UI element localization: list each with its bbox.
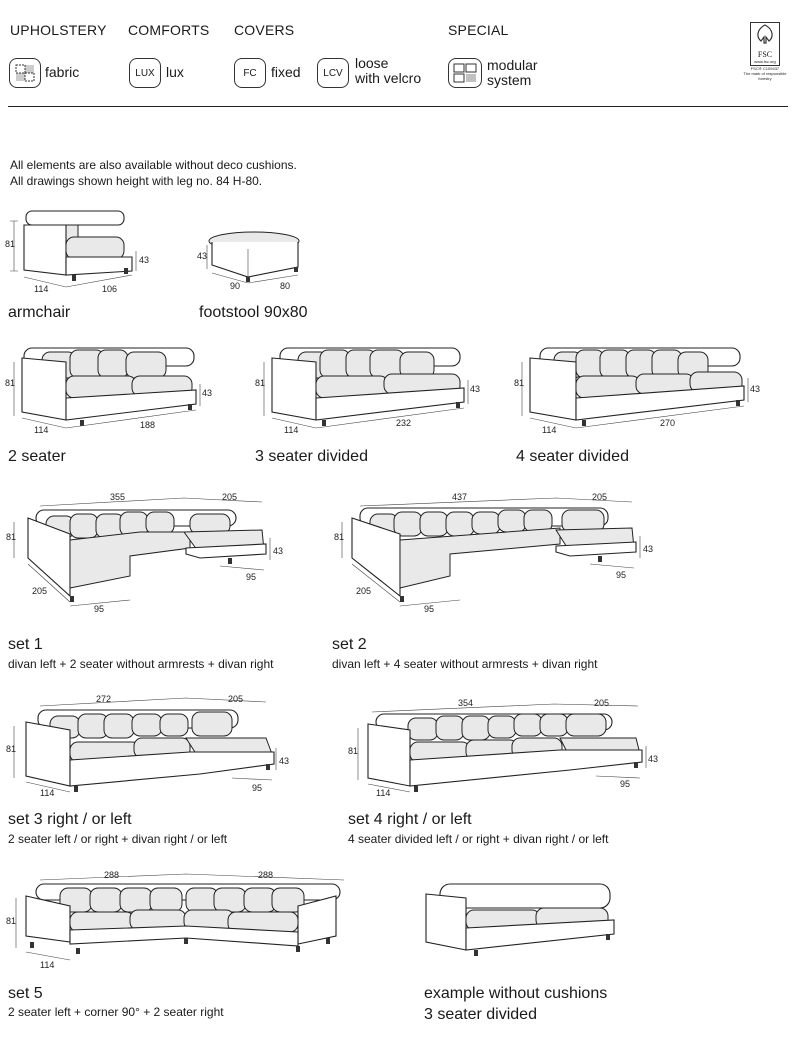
set5-left-width-label: 288 <box>104 870 119 880</box>
set2-divan-width-label: 205 <box>592 492 607 502</box>
set1-divan-depth-label: 95 <box>246 572 256 582</box>
two-seater-height-label: 81 <box>5 378 15 388</box>
set4-subtitle: 4 seater divided left / or right + divan… <box>348 832 609 846</box>
set4-divan-depth-label: 95 <box>620 779 630 789</box>
set2-width-label: 437 <box>452 492 467 502</box>
three-seater-drawing: 81 43 114 232 <box>255 347 480 435</box>
set2-title: set 2 <box>332 636 367 653</box>
header-comforts: COMFORTS <box>128 22 210 38</box>
lcv-icon: LCV <box>317 58 349 88</box>
modular-icon <box>448 58 482 88</box>
set4-depth-label: 114 <box>376 788 390 798</box>
set4-drawing: 354 205 81 43 95 114 <box>348 698 658 798</box>
set1-height-label: 81 <box>6 532 16 542</box>
header-divider <box>8 106 788 107</box>
set4-width-label: 354 <box>458 698 473 708</box>
four-seater-depth-label: 114 <box>542 425 556 435</box>
set5-depth-label: 114 <box>40 960 54 970</box>
armchair-seat-label: 43 <box>139 255 149 265</box>
three-seater-width-label: 232 <box>396 418 411 428</box>
three-seater-title: 3 seater divided <box>255 448 368 465</box>
set1-divan-width-label: 205 <box>222 492 237 502</box>
set4-divan-width-label: 205 <box>594 698 609 708</box>
fsc-logo: FSC www.fsc.org FSC® C109437 The mark of… <box>742 22 788 92</box>
set3-drawing: 272 205 81 43 95 114 <box>6 694 289 798</box>
two-seater-title: 2 seater <box>8 448 66 465</box>
header-covers: COVERS <box>234 22 295 38</box>
fixed-label: fixed <box>271 64 301 80</box>
set3-width-label: 272 <box>96 694 111 704</box>
header-special: SPECIAL <box>448 22 509 38</box>
set2-subtitle: divan left + 4 seater without armrests +… <box>332 657 598 671</box>
header-upholstery: UPHOLSTERY <box>10 22 107 38</box>
set3-seat-label: 43 <box>279 756 289 766</box>
two-seater-seat-label: 43 <box>202 388 212 398</box>
set2-divan-depth-label: 95 <box>616 570 626 580</box>
set5-drawing: 288 288 81 114 <box>6 870 345 970</box>
four-seater-title: 4 seater divided <box>516 448 629 465</box>
two-seater-drawing: 81 43 114 188 <box>5 347 212 435</box>
set5-height-label: 81 <box>6 916 16 926</box>
set1-front-label: 95 <box>94 604 104 614</box>
set2-depth-label: 205 <box>356 586 371 596</box>
armchair-height-label: 81 <box>5 239 15 249</box>
three-seater-height-label: 81 <box>255 378 265 388</box>
three-seater-depth-label: 114 <box>284 425 298 435</box>
four-seater-height-label: 81 <box>514 378 524 388</box>
set1-width-label: 355 <box>110 492 125 502</box>
fc-icon: FC <box>234 58 266 88</box>
set2-drawing: 437 205 81 43 95 205 95 <box>334 492 653 614</box>
set1-drawing: 355 205 81 43 95 205 95 <box>6 492 283 614</box>
two-seater-width-label: 188 <box>140 420 155 430</box>
fabric-label: fabric <box>45 64 80 80</box>
set3-subtitle: 2 seater left / or right + divan right /… <box>8 832 228 846</box>
set3-height-label: 81 <box>6 744 16 754</box>
set1-depth-label: 205 <box>32 586 47 596</box>
set3-title: set 3 right / or left <box>8 811 132 828</box>
footstool-title: footstool 90x80 <box>199 304 308 321</box>
footstool-depth-label: 90 <box>230 281 240 291</box>
set4-seat-label: 43 <box>648 754 658 764</box>
lux-label: lux <box>166 64 184 80</box>
set5-right-width-label: 288 <box>258 870 273 880</box>
set4-title: set 4 right / or left <box>348 811 472 828</box>
note-line-2: All drawings shown height with leg no. 8… <box>10 174 263 188</box>
three-seater-seat-label: 43 <box>470 384 480 394</box>
footstool-height-label: 43 <box>197 251 207 261</box>
four-seater-width-label: 270 <box>660 418 675 428</box>
tree-icon <box>757 24 773 44</box>
armchair-title: armchair <box>8 304 71 321</box>
set2-seat-label: 43 <box>643 544 653 554</box>
set5-title: set 5 <box>8 985 43 1002</box>
set2-front-label: 95 <box>424 604 434 614</box>
set1-seat-label: 43 <box>273 546 283 556</box>
set3-depth-label: 114 <box>40 788 54 798</box>
set3-divan-depth-label: 95 <box>252 783 262 793</box>
footstool-drawing: 43 90 80 <box>197 231 300 291</box>
set4-height-label: 81 <box>348 746 358 756</box>
armchair-drawing: 81 43 114 106 <box>5 210 149 294</box>
example-title-line-2: 3 seater divided <box>424 1006 537 1023</box>
set1-subtitle: divan left + 2 seater without armrests +… <box>8 657 274 671</box>
set3-divan-width-label: 205 <box>228 694 243 704</box>
example-title-line-1: example without cushions <box>424 985 608 1002</box>
four-seater-seat-label: 43 <box>750 384 760 394</box>
four-seater-drawing: 81 43 114 270 <box>514 347 760 435</box>
fabric-icon <box>9 58 41 88</box>
armchair-width-label: 106 <box>102 284 117 294</box>
set5-subtitle: 2 seater left + corner 90° + 2 seater ri… <box>8 1005 224 1019</box>
example-drawing <box>425 883 615 956</box>
footstool-width-label: 80 <box>280 281 290 291</box>
lux-icon: LUX <box>129 58 161 88</box>
set2-height-label: 81 <box>334 532 344 542</box>
armchair-depth-label: 114 <box>34 284 48 294</box>
note-line-1: All elements are also available without … <box>10 158 297 172</box>
set1-title: set 1 <box>8 636 43 653</box>
two-seater-depth-label: 114 <box>34 425 48 435</box>
